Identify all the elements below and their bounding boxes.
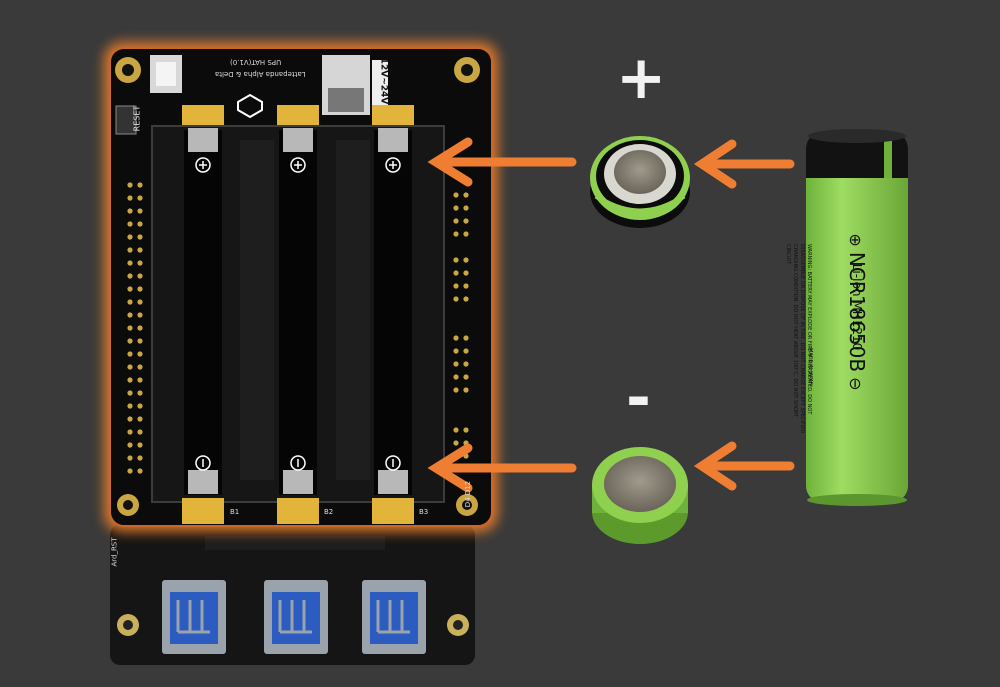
arrow-cell-to-plus (693, 139, 795, 189)
slot-plus-icon (290, 157, 306, 173)
positive-terminal-closeup (590, 136, 690, 228)
slot-plus-icon (195, 157, 211, 173)
right-pin-header (453, 192, 469, 459)
slot-minus-icon (290, 455, 306, 471)
slot-label-b1: B1 (230, 508, 240, 516)
arrow-plus-to-board (427, 137, 577, 187)
battery-slot-3 (372, 105, 414, 524)
ups-hat-board (109, 47, 493, 527)
slot-minus-icon (385, 455, 401, 471)
slot-plus-icon (385, 157, 401, 173)
board-title-line1: Lattepanda Alpha & Delta (215, 70, 306, 78)
battery-slot-1 (182, 105, 224, 524)
usb-port-1 (162, 580, 226, 654)
lattepanda-logo-icon (237, 93, 263, 119)
d-label: D4 D12 (464, 480, 473, 508)
voltage-label: 12V~24V (378, 57, 389, 105)
base-board (110, 525, 475, 665)
left-pin-header (127, 182, 143, 474)
reset-label: RESET (132, 105, 142, 132)
battery-chem-label: Li-Ion MH1210 (850, 263, 864, 351)
arrow-minus-to-board (427, 443, 577, 493)
slot-minus-icon (195, 455, 211, 471)
minus-sign: - (626, 363, 651, 433)
battery-18650-cell (806, 129, 908, 506)
slot-label-b3: B3 (419, 508, 429, 516)
battery-origin-text: MADE IN JAPAN (807, 348, 813, 386)
reset-button (115, 105, 137, 135)
arrow-cell-to-minus (693, 441, 795, 491)
usb-port-2 (264, 580, 328, 654)
usb-port-3 (362, 580, 426, 654)
battery-slot-2 (277, 105, 319, 524)
board-title-line2: UPS HAT(V1.0) (230, 58, 282, 66)
slot-label-b2: B2 (324, 508, 334, 516)
plus-sign: + (616, 43, 667, 113)
ard-rst-label: Ard_RST (110, 537, 119, 567)
negative-terminal-closeup (592, 447, 688, 544)
